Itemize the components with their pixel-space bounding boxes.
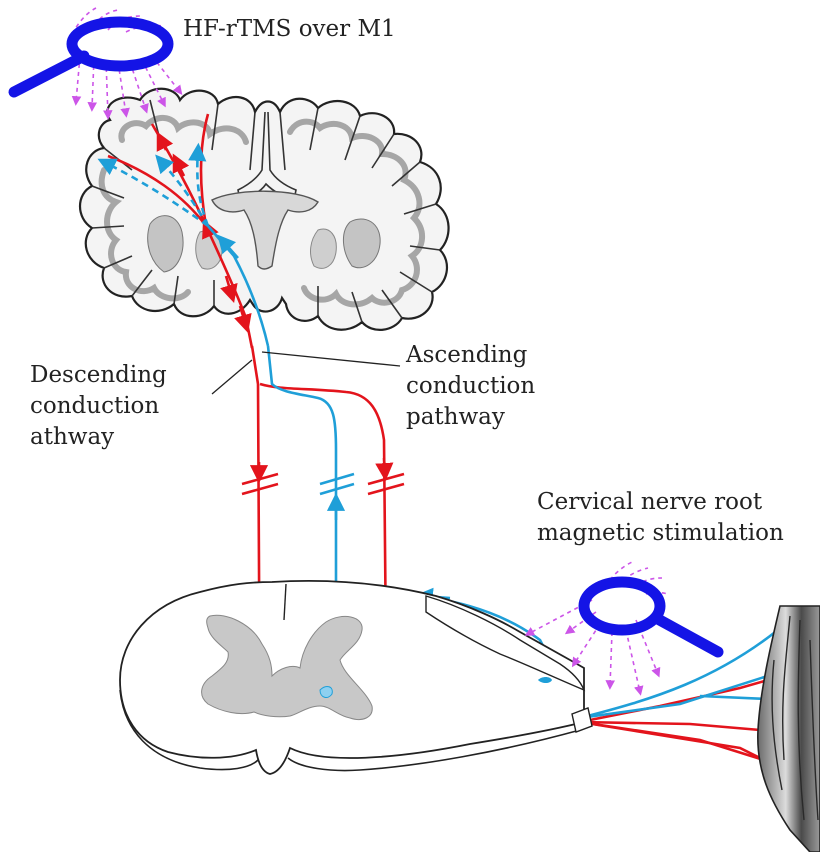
ascending-label-line-3: pathway (406, 402, 535, 433)
muscle (758, 606, 820, 852)
descending-label-line-3: athway (30, 422, 167, 453)
cervical-label-line-2: magnetic stimulation (537, 518, 784, 549)
descending-pathway-label: Descending conduction athway (30, 360, 167, 453)
ascending-label-line-1: Ascending (406, 340, 535, 371)
spinal-cord-section (120, 581, 592, 774)
descending-label-line-1: Descending (30, 360, 167, 391)
synapse-blue (320, 687, 332, 698)
hf-rtms-label: HF-rTMS over M1 (183, 14, 396, 45)
label-leader-lines (212, 352, 400, 394)
coil-handle-cervical (656, 618, 718, 652)
cervical-stimulation-label: Cervical nerve root magnetic stimulation (537, 487, 784, 549)
descending-label-line-2: conduction (30, 391, 167, 422)
ascending-label-line-2: conduction (406, 371, 535, 402)
coil-center-cervical (606, 598, 638, 614)
pathway-break-marks (242, 474, 404, 494)
coil-center-head (100, 36, 140, 52)
thalamus-right (311, 229, 337, 268)
cervical-label-line-1: Cervical nerve root (537, 487, 784, 518)
spinal-cord-outline (120, 581, 584, 774)
ascending-pathway-label: Ascending conduction pathway (406, 340, 535, 433)
coil-handle-head (14, 56, 84, 92)
brain-section (80, 89, 449, 330)
